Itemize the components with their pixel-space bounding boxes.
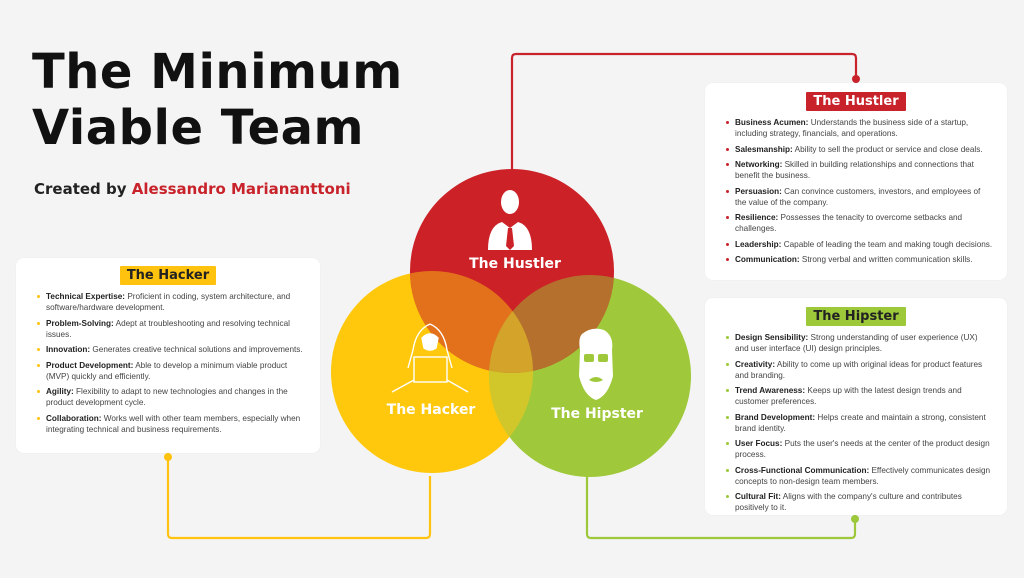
- hustler-trait-list: Business Acumen: Understands the busines…: [705, 117, 1007, 265]
- trait-desc: Proficient in coding, system architectur…: [46, 292, 291, 312]
- bearded-glasses-face-icon: [579, 328, 613, 400]
- trait-term: Brand Development:: [735, 412, 816, 422]
- trait-term: Design Sensibility:: [735, 333, 809, 342]
- title-line-1: The Minimum: [32, 44, 403, 100]
- list-item: Trend Awareness: Keeps up with the lates…: [726, 385, 1007, 407]
- list-item: Design Sensibility: Strong understanding…: [726, 332, 1007, 354]
- trait-desc: Generates creative technical solutions a…: [92, 345, 303, 354]
- trait-term: Agility:: [46, 387, 74, 396]
- trait-term: Trend Awareness:: [735, 386, 806, 395]
- trait-desc: Puts the user's needs at the center of t…: [735, 439, 990, 459]
- list-item: Resilience: Possesses the tenacity to ov…: [726, 212, 1007, 234]
- list-item: Problem-Solving: Adept at troubleshootin…: [37, 318, 320, 340]
- hacker-trait-list: Technical Expertise: Proficient in codin…: [16, 291, 320, 435]
- hacker-connector-line: [166, 458, 432, 540]
- trait-term: Cultural Fit:: [735, 492, 781, 501]
- hipster-trait-list: Design Sensibility: Strong understanding…: [705, 332, 1007, 513]
- hipster-card-title: The Hipster: [806, 307, 906, 326]
- hooded-hacker-laptop-icon: [391, 323, 469, 393]
- list-item: Product Development: Able to develop a m…: [37, 360, 320, 382]
- trait-term: Networking:: [735, 160, 783, 169]
- trait-term: Collaboration:: [46, 413, 102, 423]
- trait-desc: Effectively communicates design concepts…: [735, 465, 991, 486]
- byline-author: Alessandro Mariananttoni: [131, 180, 351, 198]
- trait-desc: Adept at troubleshooting and resolving t…: [46, 318, 290, 339]
- hipster-card: The Hipster Design Sensibility: Strong u…: [705, 298, 1007, 515]
- hustler-circle-label: The Hustler: [469, 256, 561, 272]
- hustler-connector-line: [510, 52, 858, 175]
- trait-term: Innovation:: [46, 345, 91, 354]
- trait-desc: Ability to come up with original ideas f…: [735, 359, 983, 380]
- trait-term: Product Development:: [46, 360, 134, 370]
- hustler-card-title: The Hustler: [806, 92, 906, 111]
- list-item: Technical Expertise: Proficient in codin…: [37, 291, 320, 313]
- byline: Created by Alessandro Mariananttoni: [34, 180, 351, 198]
- trait-desc: Possesses the tenacity to overcome setba…: [735, 213, 963, 233]
- trait-term: Resilience:: [735, 213, 779, 222]
- hacker-card-title: The Hacker: [119, 266, 217, 285]
- list-item: Salesmanship: Ability to sell the produc…: [726, 144, 1007, 155]
- list-item: Networking: Skilled in building relation…: [726, 159, 1007, 181]
- trait-desc: Can convince customers, investors, and e…: [735, 186, 981, 207]
- trait-term: Salesmanship:: [735, 144, 793, 154]
- trait-term: Technical Expertise:: [46, 292, 126, 301]
- list-item: Brand Development: Helps create and main…: [726, 412, 1007, 434]
- list-item: Cultural Fit: Aligns with the company's …: [726, 491, 1007, 513]
- hustler-connector-dot: [852, 75, 860, 83]
- trait-term: Cross-Functional Communication:: [735, 465, 870, 475]
- trait-desc: Able to develop a minimum viable product…: [46, 360, 288, 381]
- hipster-circle-label: The Hipster: [551, 406, 643, 422]
- trait-desc: Helps create and maintain a strong, cons…: [735, 412, 986, 433]
- hustler-hacker-overlap: [410, 271, 533, 373]
- hacker-circle-label: The Hacker: [386, 402, 476, 418]
- trait-term: Leadership:: [735, 239, 782, 249]
- trait-desc: Flexibility to adapt to new technologies…: [46, 387, 288, 407]
- list-item: Communication: Strong verbal and written…: [726, 254, 1007, 265]
- trait-term: Communication:: [735, 255, 800, 264]
- hustler-card: The Hustler Business Acumen: Understands…: [705, 83, 1007, 280]
- trait-desc: Strong understanding of user experience …: [735, 333, 978, 353]
- list-item: Business Acumen: Understands the busines…: [726, 117, 1007, 139]
- list-item: Cross-Functional Communication: Effectiv…: [726, 465, 1007, 487]
- title-line-2: Viable Team: [32, 100, 365, 156]
- trait-desc: Aligns with the company's culture and co…: [735, 492, 962, 512]
- list-item: Agility: Flexibility to adapt to new tec…: [37, 386, 320, 408]
- trait-desc: Understands the business side of a start…: [735, 118, 969, 138]
- businessman-icon: [488, 190, 532, 250]
- page-title: The Minimum Viable Team: [32, 44, 403, 156]
- trait-term: Persuasion:: [735, 186, 782, 196]
- trait-desc: Works well with other team members, espe…: [46, 413, 301, 434]
- trait-desc: Capable of leading the team and making t…: [783, 239, 993, 249]
- trait-term: Business Acumen:: [735, 118, 809, 127]
- hipster-connector-line: [585, 476, 857, 540]
- list-item: User Focus: Puts the user's needs at the…: [726, 438, 1007, 460]
- hacker-connector-dot: [164, 453, 172, 461]
- list-item: Creativity: Ability to come up with orig…: [726, 359, 1007, 381]
- list-item: Persuasion: Can convince customers, inve…: [726, 186, 1007, 208]
- byline-prefix: Created by: [34, 180, 127, 198]
- hacker-card: The Hacker Technical Expertise: Proficie…: [16, 258, 320, 453]
- trait-desc: Keeps up with the latest design trends a…: [735, 386, 962, 406]
- list-item: Leadership: Capable of leading the team …: [726, 239, 1007, 250]
- trait-term: Creativity:: [735, 359, 776, 369]
- list-item: Collaboration: Works well with other tea…: [37, 413, 320, 435]
- hustler-hipster-overlap: [489, 275, 614, 373]
- trait-term: Problem-Solving:: [46, 318, 114, 328]
- trait-desc: Strong verbal and written communication …: [801, 255, 973, 264]
- trait-desc: Ability to sell the product or service a…: [794, 144, 983, 154]
- trait-desc: Skilled in building relationships and co…: [735, 160, 974, 180]
- trait-term: User Focus:: [735, 439, 783, 448]
- list-item: Innovation: Generates creative technical…: [37, 344, 320, 355]
- hipster-connector-dot: [851, 515, 859, 523]
